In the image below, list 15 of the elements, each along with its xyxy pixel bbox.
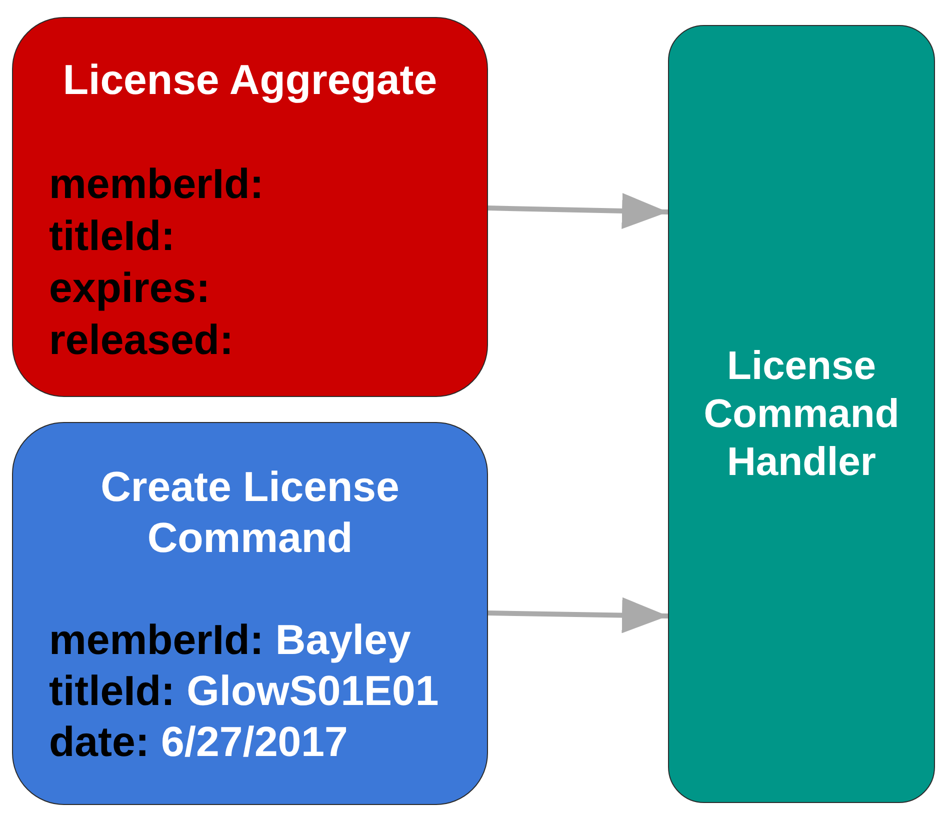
rounded-box bbox=[12, 422, 488, 805]
field-line: titleId: GlowS01E01 bbox=[49, 666, 440, 716]
field-line: date: 6/27/2017 bbox=[49, 717, 349, 767]
field-line: titleId: bbox=[49, 211, 176, 261]
arrow bbox=[488, 597, 668, 634]
field-line: released: bbox=[49, 315, 234, 365]
box-title: License Aggregate bbox=[62, 55, 438, 105]
box-title: License Command Handler bbox=[702, 343, 900, 486]
field-line: memberId: bbox=[49, 159, 265, 209]
box-title: Create License Command bbox=[100, 462, 400, 563]
rounded-box bbox=[12, 17, 488, 397]
arrow bbox=[488, 192, 668, 229]
field-line: memberId: Bayley bbox=[49, 615, 412, 665]
field-line: expires: bbox=[49, 263, 212, 313]
rounded-box bbox=[668, 25, 935, 803]
